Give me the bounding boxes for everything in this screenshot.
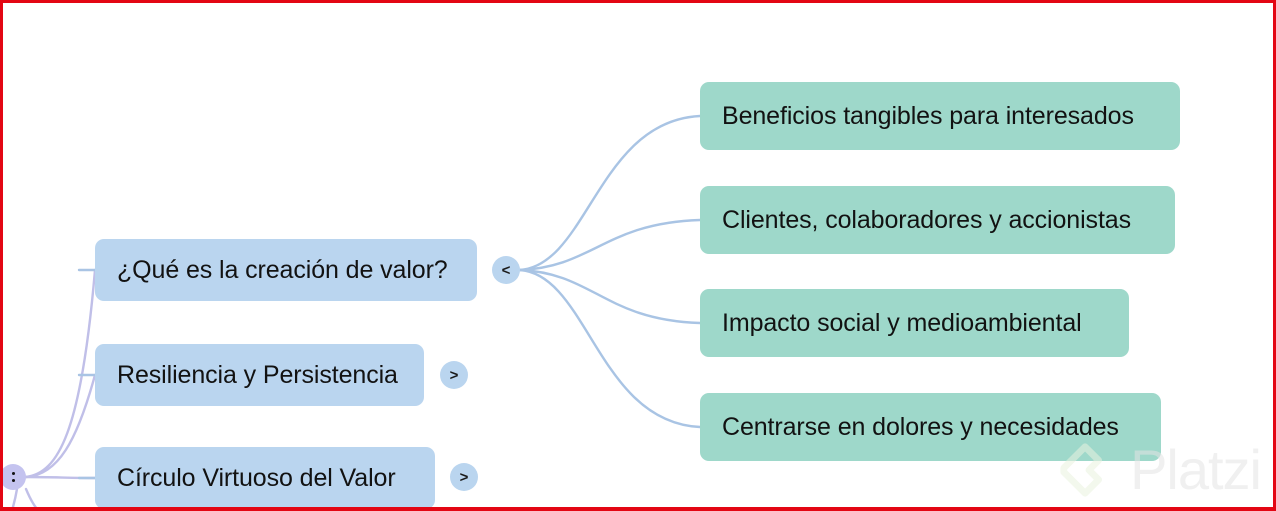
edge-hub-to-branch-2 [24,373,97,479]
node-clientes-colaboradores-accionistas[interactable]: Clientes, colaboradores y accionistas [700,186,1175,254]
edge-hub-to-offscreen-1 [24,487,37,507]
toggle-que-es-la-creacion-de-valor[interactable]: < [492,256,520,284]
node-label: Centrarse en dolores y necesidades [722,412,1119,441]
node-que-es-la-creacion-de-valor[interactable]: ¿Qué es la creación de valor? [95,239,477,301]
edge-toggle-to-leaf-3 [518,268,702,325]
node-centrarse-en-dolores-necesidades[interactable]: Centrarse en dolores y necesidades [700,393,1161,461]
node-circulo-virtuoso-del-valor[interactable]: Círculo Virtuoso del Valor [95,447,435,507]
edge-hub-to-offscreen-2 [11,487,19,507]
node-label: Beneficios tangibles para interesados [722,101,1134,130]
node-label: Impacto social y medioambiental [722,308,1082,337]
edge-toggle-to-leaf-2 [518,218,702,272]
node-beneficios-tangibles[interactable]: Beneficios tangibles para interesados [700,82,1180,150]
toggle-circulo-virtuoso-del-valor[interactable]: > [450,463,478,491]
edge-hub-to-branch-1 [24,268,97,479]
edge-hub-to-branch-3 [24,475,97,480]
node-label: Clientes, colaboradores y accionistas [722,205,1132,234]
node-label: Resiliencia y Persistencia [117,360,398,389]
chevron-right-icon: > [459,468,469,486]
node-label: Círculo Virtuoso del Valor [117,463,396,492]
edge-toggle-to-leaf-1 [518,114,702,272]
edge-toggle-to-leaf-4 [518,268,702,429]
chevron-left-icon: < [501,261,511,279]
node-resiliencia-y-persistencia[interactable]: Resiliencia y Persistencia [95,344,424,406]
node-impacto-social-medioambiental[interactable]: Impacto social y medioambiental [700,289,1129,357]
vertical-dots-icon [11,472,15,482]
toggle-resiliencia-y-persistencia[interactable]: > [440,361,468,389]
node-label: ¿Qué es la creación de valor? [117,255,448,284]
root-hub[interactable] [3,464,26,490]
chevron-right-icon: > [449,366,459,384]
